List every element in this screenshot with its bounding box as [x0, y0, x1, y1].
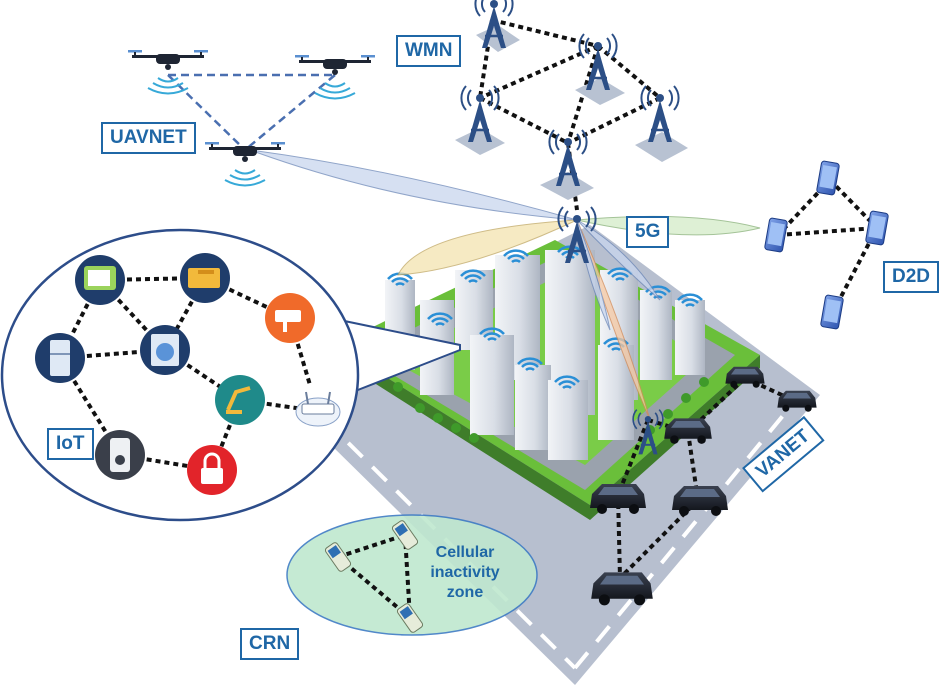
washer-icon	[140, 325, 190, 375]
uavnet-links	[167, 73, 336, 151]
smartphone-icon	[819, 294, 845, 330]
wifi-router-icon	[295, 391, 341, 427]
drone-icon	[128, 50, 208, 95]
wmn-label: WMN	[396, 35, 462, 67]
iot-callout-pointer	[329, 317, 461, 396]
battery-icon	[180, 253, 230, 303]
d2d-links	[776, 178, 879, 313]
uavnet-label: UAVNET	[101, 122, 196, 154]
5g-label: 5G	[626, 216, 670, 248]
lamp-icon	[215, 375, 265, 425]
iot-label: IoT	[47, 428, 94, 460]
tv-icon	[75, 255, 125, 305]
drone-icon	[205, 142, 285, 187]
camera-icon	[265, 293, 315, 343]
cellular-inactivity-zone	[286, 514, 538, 636]
smartphone-icon	[763, 217, 789, 253]
crn-label: CRN	[240, 628, 300, 660]
remote-icon	[95, 430, 145, 480]
drone-icon	[295, 55, 375, 100]
cellular-inactivity-zone-label: Cellular inactivity zone	[430, 544, 500, 601]
smartphone-icon	[815, 160, 841, 196]
beam-to-city-left	[397, 219, 578, 276]
smartphone-icon	[864, 210, 890, 246]
beam-to-uav	[249, 149, 578, 221]
d2d-label: D2D	[883, 261, 940, 293]
road-lane-markings	[298, 393, 802, 670]
5g-beams	[249, 149, 761, 421]
beam-to-city-right	[576, 219, 661, 301]
lock-icon	[187, 445, 237, 495]
fridge-icon	[35, 333, 85, 383]
